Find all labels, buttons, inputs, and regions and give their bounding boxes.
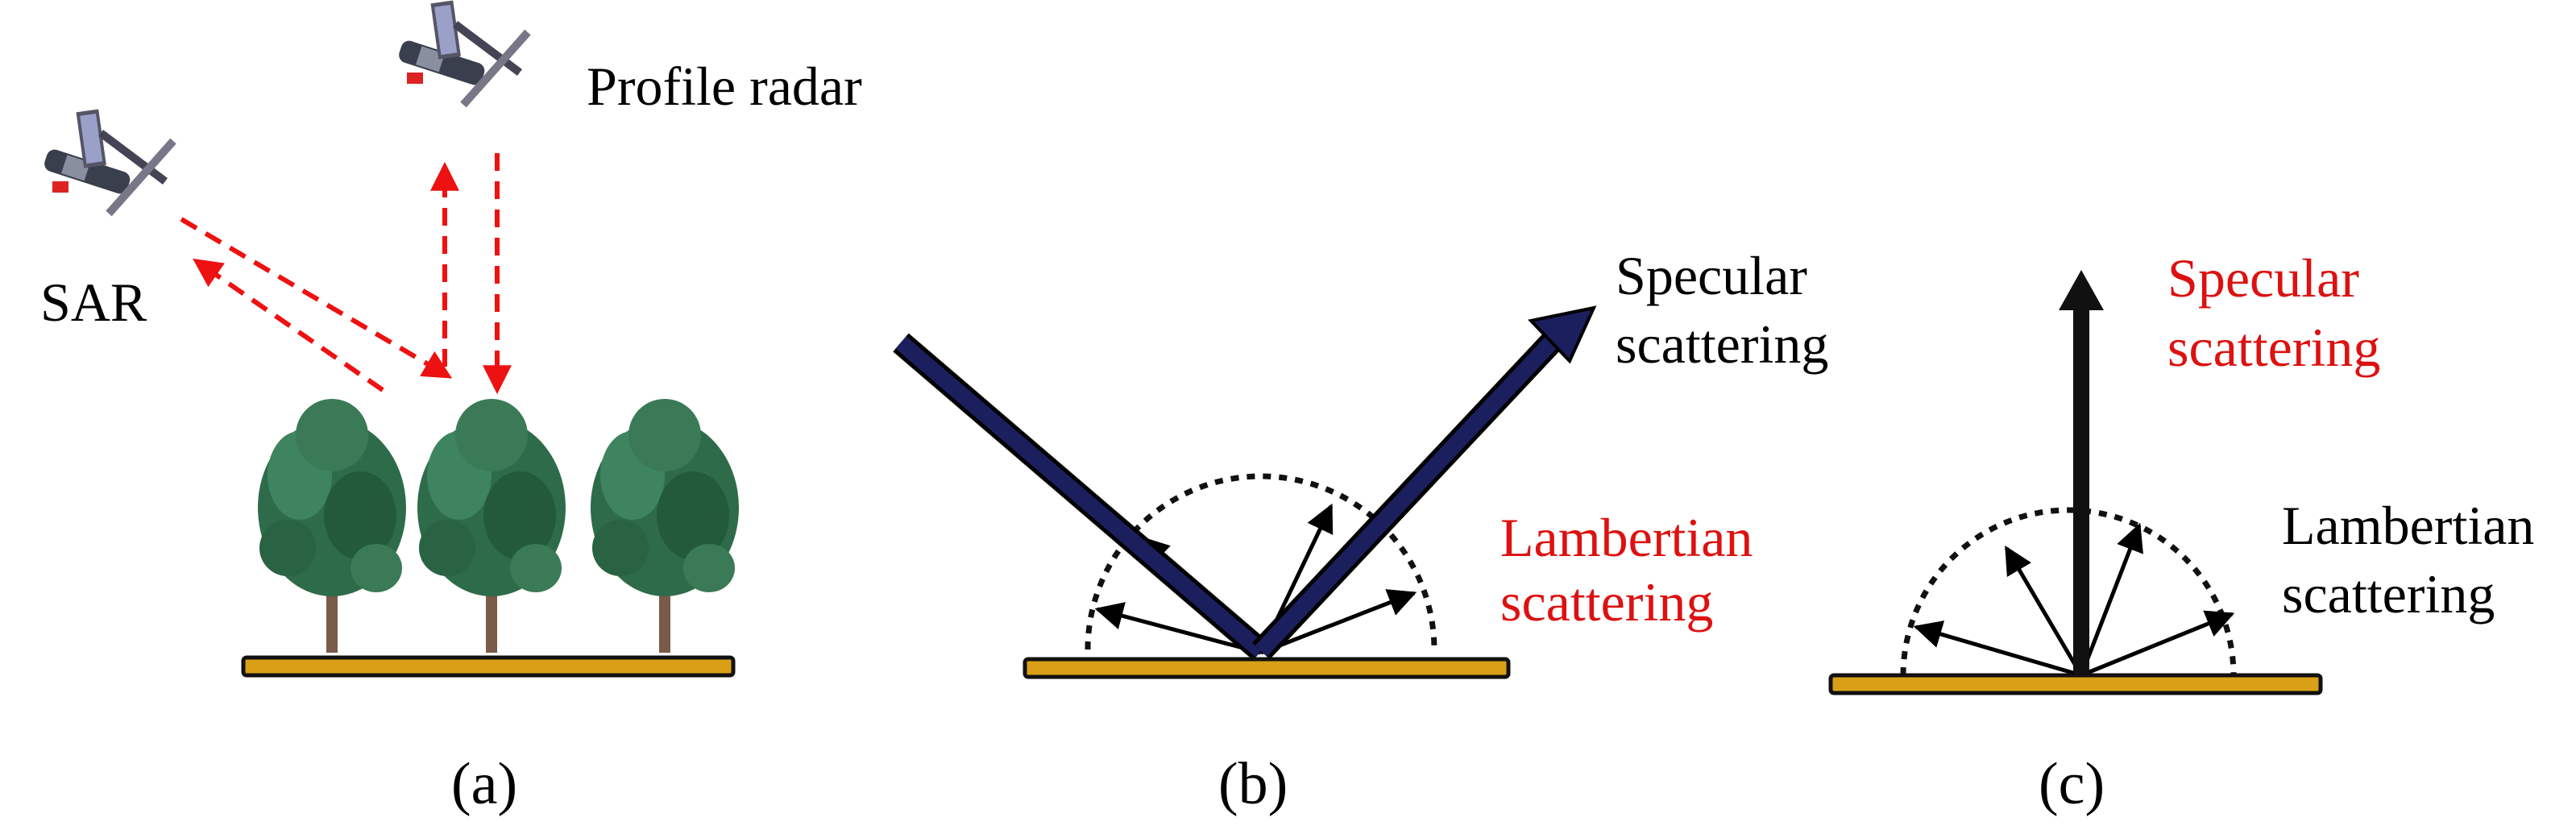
panel-c-caption: (c) — [2039, 751, 2105, 817]
specular-label-c-line2: scattering — [2167, 317, 2380, 378]
sar-label: SAR — [40, 272, 147, 333]
profile-radar-satellite-icon — [397, 0, 528, 105]
panel-a-caption: (a) — [451, 751, 517, 817]
panel-c: Specular scattering Lambertian scatterin… — [1828, 247, 2534, 817]
lambertian-label-c-line2: scattering — [2282, 563, 2495, 625]
specular-beam-c — [2059, 270, 2104, 674]
specular-label-c-line1: Specular — [2167, 247, 2359, 309]
lambertian-arrows-c — [1913, 522, 2235, 678]
sar-satellite-icon — [43, 109, 173, 214]
lambertian-hemisphere-c — [1900, 507, 2237, 676]
panel-b-caption: (b) — [1218, 751, 1288, 817]
lambertian-label-c-line1: Lambertian — [2282, 495, 2534, 556]
lambertian-label-b-line1: Lambertian — [1500, 507, 1753, 568]
ground-bar-c — [1828, 673, 2323, 695]
lambertian-label-b-line2: scattering — [1500, 571, 1713, 633]
specular-beam-b — [893, 305, 1597, 661]
tree-icon — [258, 399, 406, 653]
lambertian-hemisphere-b — [1085, 473, 1437, 650]
ground-bar-b — [1023, 657, 1511, 679]
tree-icon — [417, 399, 566, 653]
panel-b: Specular scattering Lambertian scatterin… — [893, 245, 1828, 817]
tree-icon — [591, 399, 739, 653]
profile-radar-label: Profile radar — [587, 56, 862, 117]
specular-label-b-line1: Specular — [1616, 245, 1807, 306]
ground-bar-a — [241, 655, 736, 678]
specular-label-b-line2: scattering — [1616, 313, 1828, 375]
sar-radar-paths — [180, 217, 453, 392]
profile-radar-paths — [430, 153, 512, 395]
forest-trees — [258, 399, 739, 653]
panel-a: SAR Profile radar (a) — [40, 0, 862, 817]
